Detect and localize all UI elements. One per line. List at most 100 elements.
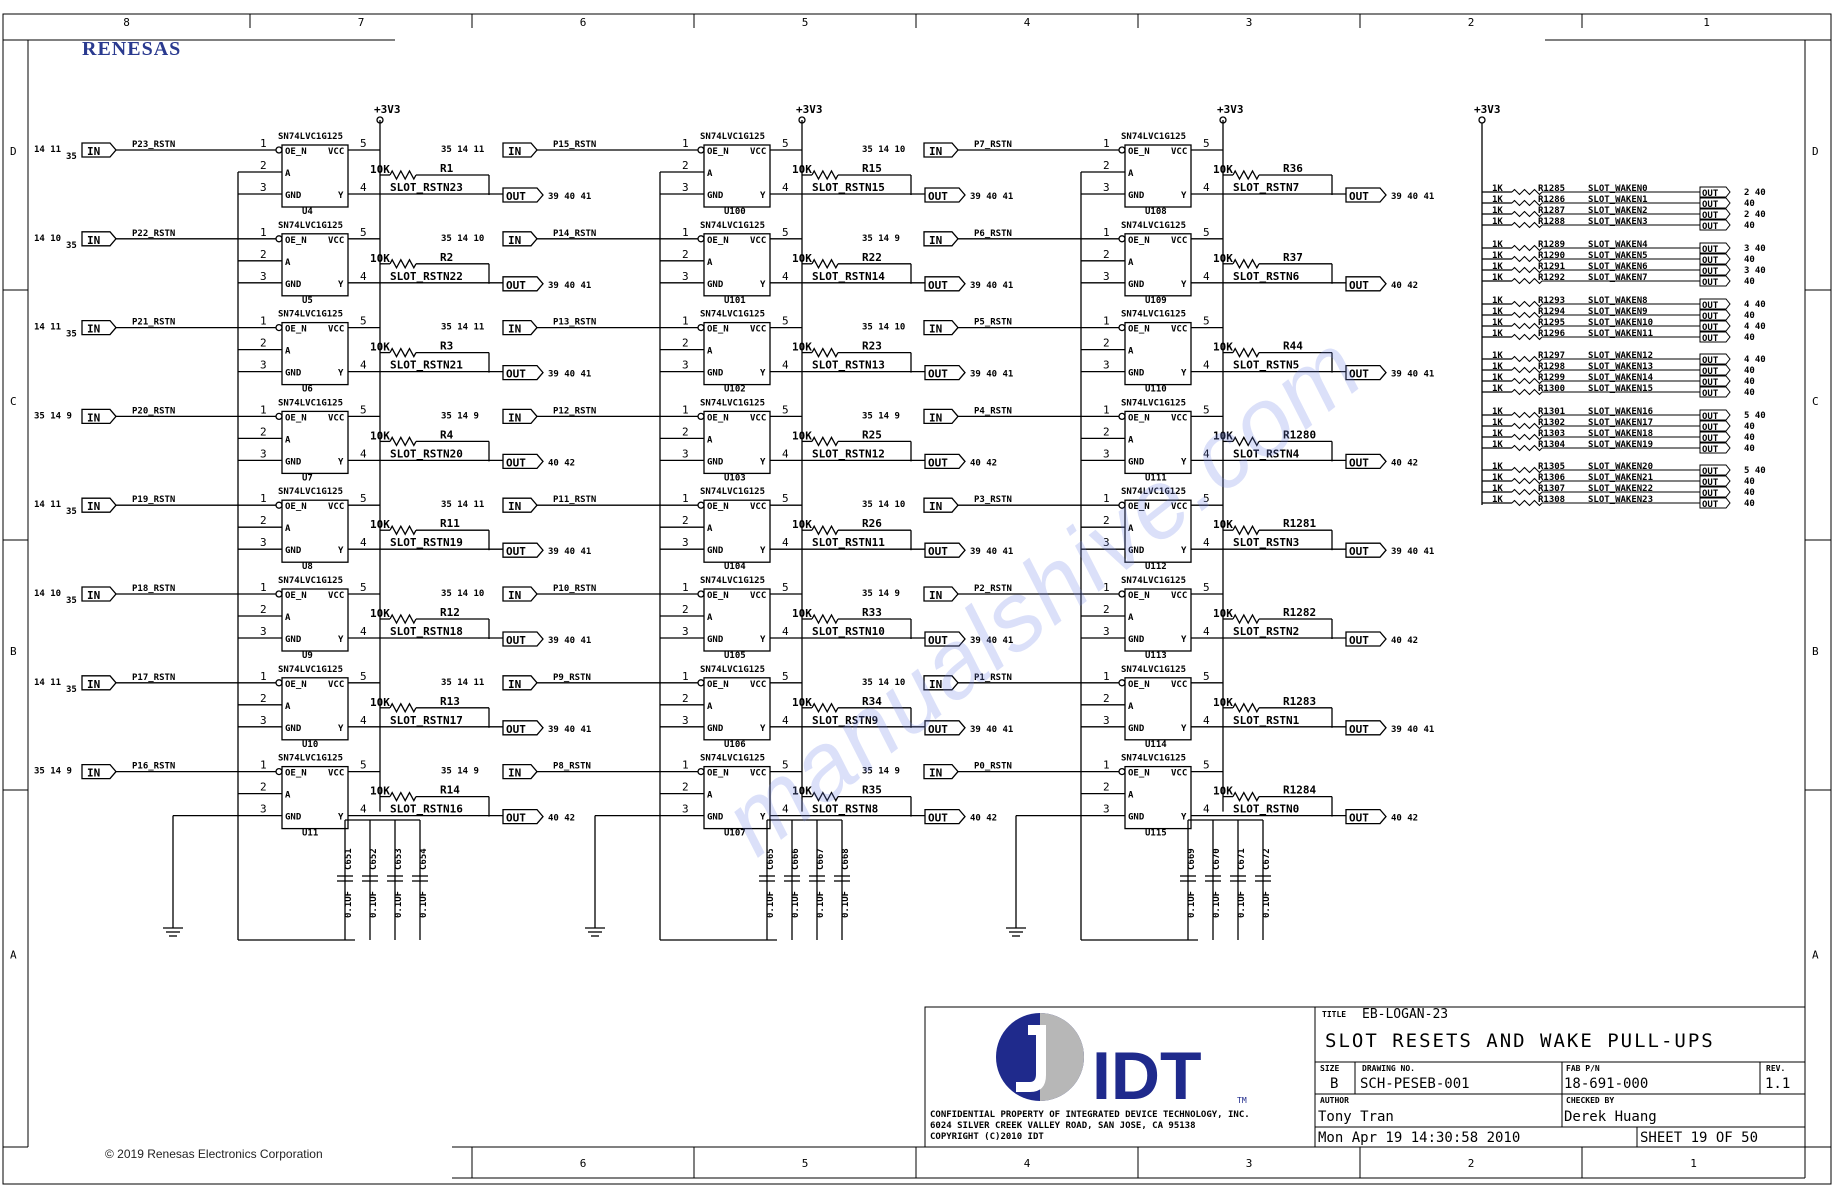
pin-name-vcc: VCC	[1171, 680, 1187, 690]
resistor	[1511, 322, 1543, 330]
resistor-value: 10K	[1213, 696, 1233, 709]
wake-net-label: SLOT_WAKEN23	[1588, 495, 1653, 505]
in-port-symbol	[502, 763, 538, 780]
inversion-bubble	[1118, 412, 1126, 421]
out-port-label: OUT	[928, 634, 948, 647]
row-label-right: A	[1812, 949, 1819, 962]
in-port-symbol	[923, 142, 959, 158]
pin-name-gnd: GND	[285, 280, 302, 290]
pin-number: 4	[782, 625, 789, 638]
pin-name-vcc: VCC	[1171, 147, 1187, 157]
slot-net-label: SLOT_RSTN0	[1233, 803, 1299, 816]
chip-refdes: U4	[302, 207, 313, 217]
resistor-refdes: R1289	[1538, 240, 1565, 250]
pin-number: 2	[682, 425, 689, 438]
out-port-label: OUT	[1702, 467, 1719, 477]
pin-name-y: Y	[338, 457, 344, 467]
pin-name-y: Y	[760, 191, 766, 201]
input-sheet-ref: 35 14 10	[862, 145, 905, 155]
resistor-refdes: R1285	[1538, 184, 1565, 194]
pin-number: 5	[782, 137, 789, 150]
pin-number: 1	[1103, 226, 1110, 239]
pin-name-y: Y	[1181, 546, 1187, 556]
out-port-label: OUT	[1702, 323, 1719, 333]
pin-number: 4	[782, 359, 789, 372]
pin-number: 2	[682, 248, 689, 261]
pin-name-oe: OE_N	[1128, 147, 1150, 157]
out-port-label: OUT	[506, 456, 526, 469]
confidential-line-2: 6024 SILVER CREEK VALLEY ROAD, SAN JOSE,…	[930, 1121, 1196, 1131]
pin-name-y: Y	[1181, 724, 1187, 734]
pin-name-oe: OE_N	[707, 680, 729, 690]
pin-name-vcc: VCC	[328, 591, 344, 601]
capacitor-refdes: C670	[1212, 848, 1222, 870]
pin-number: 3	[1103, 625, 1110, 638]
in-port-symbol	[81, 586, 117, 602]
in-port-label: IN	[929, 323, 942, 336]
out-port-label: OUT	[1702, 367, 1719, 377]
resistor-value: 1K	[1492, 440, 1503, 450]
output-sheet-ref: 39 40 41	[1391, 192, 1434, 202]
resistor-refdes: R13	[440, 695, 460, 708]
power-node	[1219, 116, 1227, 124]
pin-number: 5	[1203, 315, 1210, 328]
capacitor-value: 0.1UF	[1262, 891, 1272, 918]
pin-name-gnd: GND	[285, 813, 302, 823]
pin-number: 4	[782, 536, 789, 549]
capacitor-refdes: C672	[1262, 848, 1272, 870]
pin-name-y: Y	[338, 546, 344, 556]
pin-name-a: A	[707, 435, 713, 445]
wake-net-label: SLOT_WAKEN1	[1588, 195, 1648, 205]
wake-net-label: SLOT_WAKEN21	[1588, 473, 1653, 483]
pin-number: 1	[260, 137, 267, 150]
output-sheet-ref: 40	[1744, 388, 1755, 398]
resistor-refdes: R11	[440, 517, 460, 530]
in-port-label: IN	[929, 500, 942, 513]
pin-name-oe: OE_N	[707, 147, 729, 157]
chip-refdes: U101	[724, 296, 746, 306]
buffer-chip	[1124, 321, 1192, 386]
slot-net-label: SLOT_RSTN1	[1233, 714, 1300, 727]
pin-name-vcc: VCC	[750, 769, 766, 779]
out-port-symbol	[502, 542, 544, 558]
input-net-label: P23_RSTN	[132, 140, 175, 150]
pin-name-vcc: VCC	[328, 325, 344, 335]
input-sheet-ref: 14 11	[34, 500, 61, 510]
input-sheet-ref: 35 14 11	[441, 500, 484, 510]
resistor	[1511, 355, 1543, 363]
slot-net-label: SLOT_RSTN2	[1233, 625, 1299, 638]
out-port-label: OUT	[1702, 489, 1719, 499]
slot-net-label: SLOT_RSTN20	[390, 447, 463, 460]
title-block: IDT TM CONFIDENTIAL PROPERTY OF INTEGRAT…	[924, 1006, 1806, 1148]
out-port-label: OUT	[1702, 211, 1719, 221]
wake-net-label: SLOT_WAKEN10	[1588, 318, 1653, 328]
ruler-label-top: 3	[1246, 16, 1253, 29]
resistor-value: 10K	[1213, 518, 1233, 531]
in-port-symbol	[81, 675, 117, 691]
in-port-label: IN	[508, 323, 521, 336]
input-sheet-ref: 35 14 9	[34, 411, 72, 421]
pin-name-vcc: VCC	[328, 413, 344, 423]
input-sheet-ref-2: 35	[66, 152, 77, 162]
pin-number: 4	[782, 181, 789, 194]
input-net-label: P17_RSTN	[132, 673, 175, 683]
in-port-label: IN	[87, 500, 100, 513]
ruler-label-top: 5	[802, 16, 809, 29]
chip-part-number: SN74LVC1G125	[1121, 310, 1186, 320]
input-net-label: P5_RSTN	[974, 318, 1012, 328]
resistor	[1232, 524, 1260, 536]
inversion-bubble	[275, 146, 283, 154]
input-sheet-ref: 35 14 9	[441, 411, 479, 421]
pin-name-a: A	[1128, 258, 1134, 268]
wake-net-label: SLOT_WAKEN5	[1588, 251, 1648, 261]
output-sheet-ref: 3 40	[1744, 266, 1766, 276]
out-port-label: OUT	[1702, 312, 1719, 322]
resistor	[1232, 436, 1260, 447]
